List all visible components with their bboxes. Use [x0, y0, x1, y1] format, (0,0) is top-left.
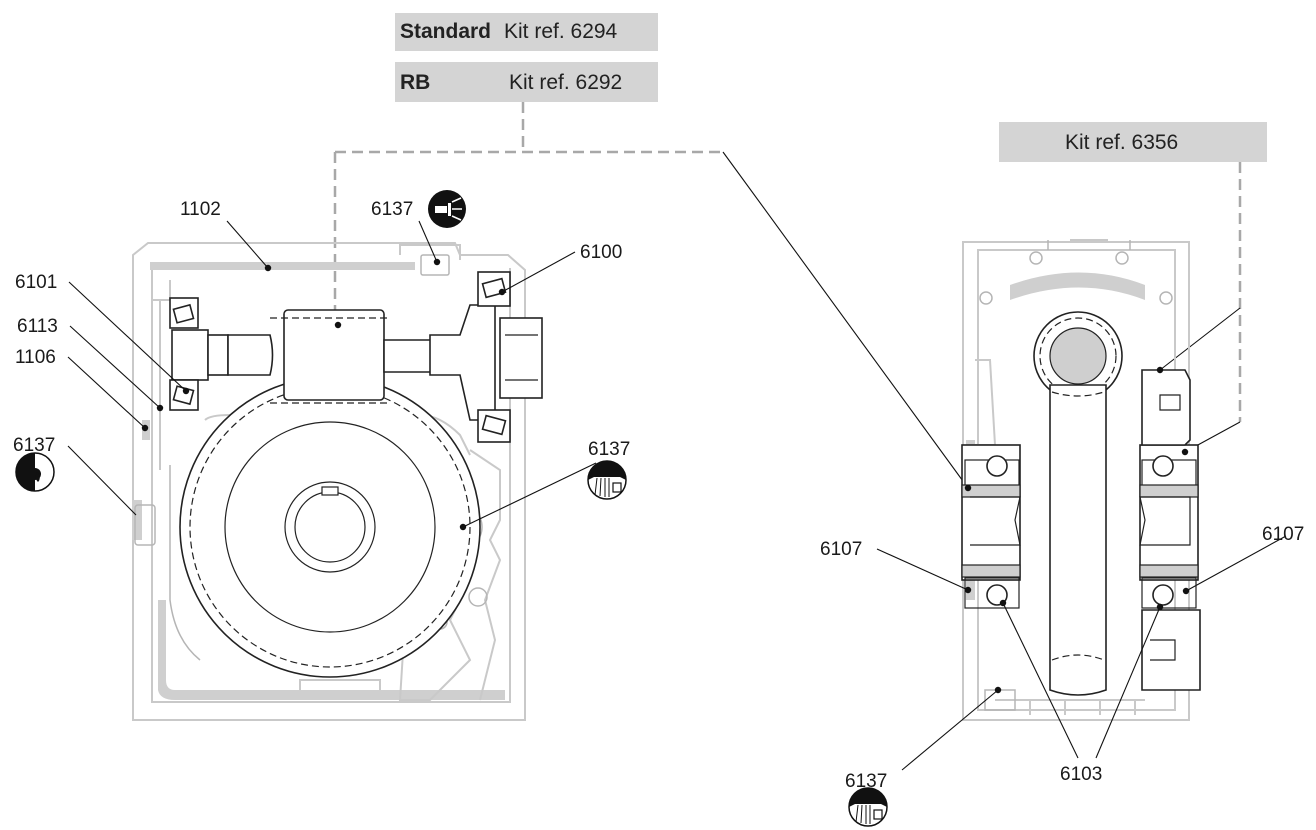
label-1106: 1106	[15, 347, 56, 368]
label-6107-right: 6107	[1262, 524, 1304, 545]
kit-rb-box: RB Kit ref. 6292	[395, 62, 658, 102]
taper-bearing-right	[477, 271, 511, 443]
label-6107-left: 6107	[820, 539, 862, 560]
kit-rb-ref: Kit ref. 6292	[509, 71, 623, 94]
taper-bearing-left	[169, 297, 199, 411]
label-6103: 6103	[1060, 764, 1102, 785]
label-6100: 6100	[580, 242, 622, 263]
kit-side-ref: Kit ref. 6356	[1065, 131, 1179, 154]
vent-plug-icon	[587, 460, 627, 500]
label-6137-right: 6137	[588, 439, 630, 460]
worm-wheel	[179, 376, 481, 678]
label-1102: 1102	[180, 199, 221, 220]
output-flange	[1141, 369, 1201, 691]
label-6101: 6101	[15, 272, 57, 293]
output-shaft	[1033, 311, 1123, 696]
kit-rb-name: RB	[400, 71, 431, 94]
vent-plug-bottom-icon	[848, 787, 888, 827]
label-6137-bottom: 6137	[845, 771, 887, 792]
fill-plug-icon	[428, 190, 466, 228]
kit-standard-ref: Kit ref. 6294	[504, 20, 618, 43]
label-6137-left: 6137	[13, 435, 55, 456]
ball-bearing-right	[1139, 444, 1199, 609]
kit-standard-box: Standard Kit ref. 6294	[395, 13, 658, 51]
ball-bearing-left	[961, 444, 1021, 609]
kit-standard-name: Standard	[400, 20, 492, 43]
worm-shaft	[171, 304, 543, 421]
kit-connector-lines	[333, 102, 1242, 489]
part-labels: 1102 6137 6100 6101 6113 1106 6137 6137 …	[13, 199, 1304, 792]
label-6113: 6113	[17, 316, 58, 337]
label-6137-top: 6137	[371, 199, 413, 220]
leader-lines	[67, 220, 1287, 771]
drain-plug-icon	[15, 452, 55, 492]
kit-side-box: Kit ref. 6356	[999, 122, 1267, 162]
